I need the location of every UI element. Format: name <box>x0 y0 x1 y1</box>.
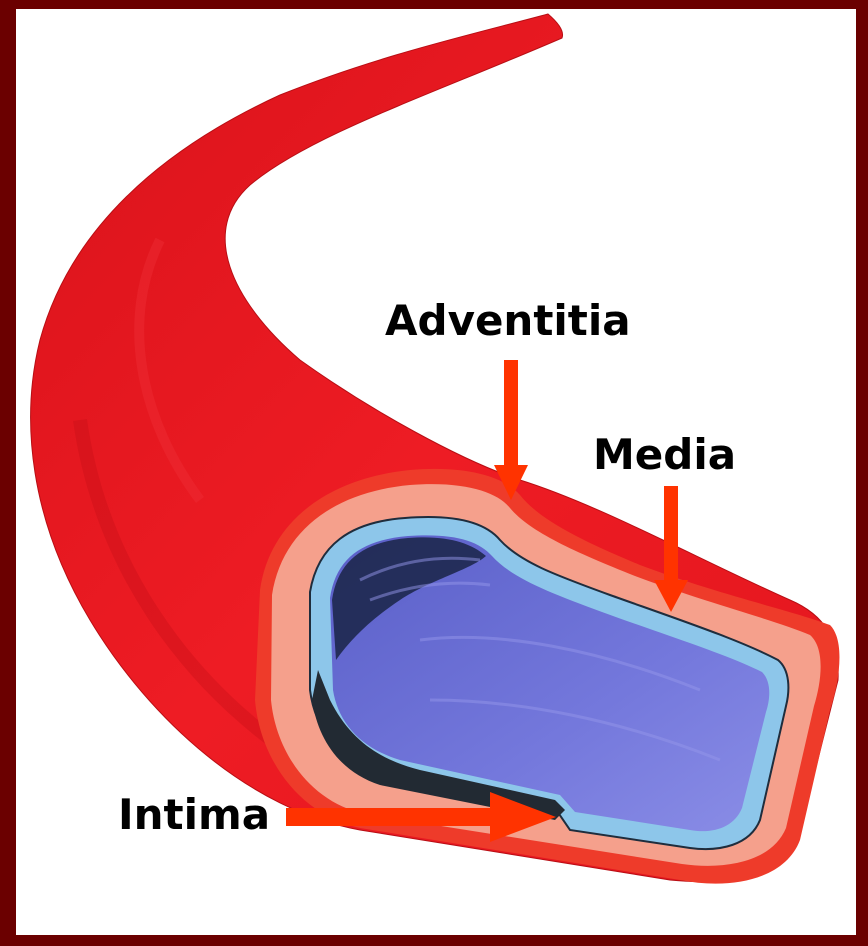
intima-label: Intima <box>118 790 270 839</box>
media-label: Media <box>593 430 736 479</box>
adventitia-label: Adventitia <box>385 296 631 345</box>
